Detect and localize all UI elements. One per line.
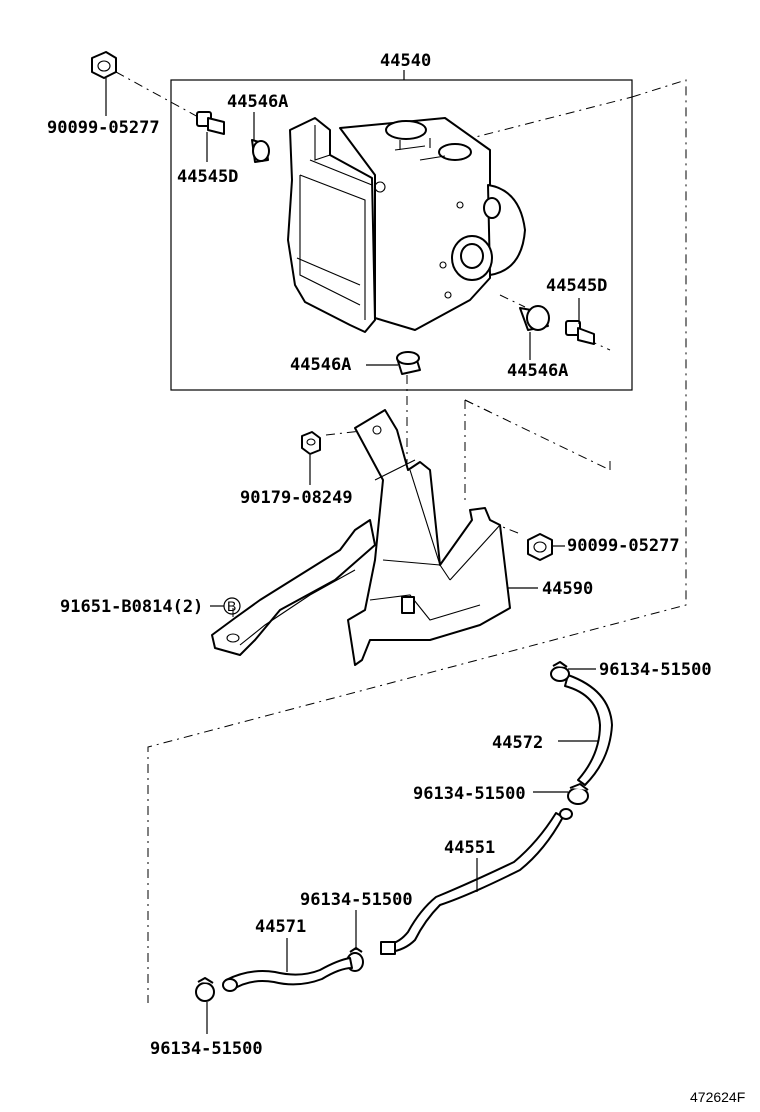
- gasket-upper-left: [251, 139, 270, 163]
- nut-right: [527, 533, 553, 561]
- label-bolt-left: 91651-B0814(2): [60, 597, 203, 617]
- label-gasket-upper-left: 44546A: [227, 92, 288, 112]
- label-gasket-bottom: 44546A: [290, 355, 351, 375]
- hose-upper: [564, 674, 613, 786]
- label-union-bolt-left: 44545D: [177, 167, 238, 187]
- gasket-bottom: [396, 351, 421, 375]
- label-nut-top-left: 90099-05277: [47, 118, 160, 138]
- bracket-nut: [301, 431, 321, 455]
- label-clip-lower: 96134-51500: [300, 890, 413, 910]
- label-clip-bottom: 96134-51500: [150, 1039, 263, 1059]
- actuator-frame: [170, 79, 633, 391]
- clip-top: [550, 661, 570, 682]
- union-bolt-left: [196, 111, 225, 135]
- label-pipe: 44551: [444, 838, 495, 858]
- label-bracket-nut: 90179-08249: [240, 488, 353, 508]
- gasket-right: [519, 305, 550, 331]
- label-bolt-marker: B: [227, 598, 236, 614]
- clip-bottom: [195, 977, 215, 1002]
- label-abs-actuator: 44540: [380, 51, 431, 71]
- clip-middle: [567, 783, 589, 805]
- union-bolt-right: [565, 320, 595, 345]
- label-clip-top: 96134-51500: [599, 660, 712, 680]
- label-hose-lower: 44571: [255, 917, 306, 937]
- bolt-marker-circle: [223, 597, 241, 615]
- label-gasket-right: 44546A: [507, 361, 568, 381]
- figure-code: 472624F: [690, 1089, 745, 1105]
- nut-top-left: [91, 51, 117, 79]
- label-union-bolt-right: 44545D: [546, 276, 607, 296]
- hose-lower: [222, 957, 353, 992]
- label-bracket: 44590: [542, 579, 593, 599]
- abs-actuator: [287, 117, 526, 333]
- label-hose-upper: 44572: [492, 733, 543, 753]
- label-nut-right: 90099-05277: [567, 536, 680, 556]
- label-clip-middle: 96134-51500: [413, 784, 526, 804]
- bracket: [211, 409, 511, 666]
